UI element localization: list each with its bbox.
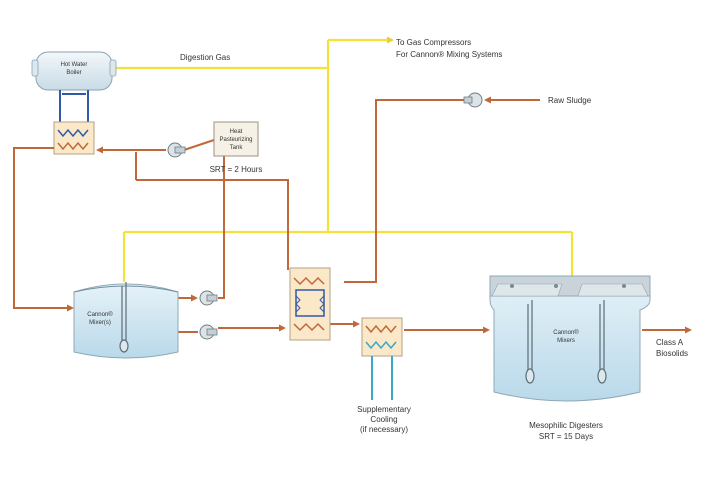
class-a-label-line1: Class A xyxy=(656,338,684,347)
mixer-icon xyxy=(597,300,607,384)
boiler-label-line1: Hot Water xyxy=(61,62,88,68)
mesophilic-label-line1: Mesophilic Digesters xyxy=(529,421,603,430)
mixer-icon xyxy=(119,282,129,353)
srt-2-hours-label: SRT = 2 Hours xyxy=(210,165,263,174)
digestion-gas-label: Digestion Gas xyxy=(180,53,230,62)
digester-tank-icon: Cannon® Mixer(s) xyxy=(73,282,179,359)
supplementary-label-line1: Supplementary xyxy=(357,405,411,414)
mesophilic-label-line2: SRT = 15 Days xyxy=(539,432,593,441)
left-tank-label-line2: Mixer(s) xyxy=(89,320,111,326)
pump-icon xyxy=(463,92,483,108)
gas-compressors-label-line1: To Gas Compressors xyxy=(396,38,471,47)
gas-compressors-label-line2: For Cannon® Mixing Systems xyxy=(396,50,502,59)
boiler-icon: Hot Water Boiler xyxy=(31,51,117,91)
supplementary-label-line3: (if necessary) xyxy=(360,425,408,434)
pump-icon xyxy=(167,142,186,158)
gas-lines xyxy=(108,36,574,282)
pump-icon xyxy=(199,290,218,306)
left-tank-label-line1: Cannon® xyxy=(87,311,113,318)
supplementary-label-line2: Cooling xyxy=(370,415,397,424)
class-a-label-line2: Biosolids xyxy=(656,349,688,358)
heat-exchanger-icon xyxy=(53,121,95,155)
pasteurizing-label-line1: Heat xyxy=(230,129,243,135)
pasteurizing-label-line2: Pasteurizing xyxy=(219,137,252,143)
sludge-lines xyxy=(13,96,692,334)
pump-icon xyxy=(199,324,218,340)
pasteurizing-label-line3: Tank xyxy=(230,145,244,151)
mixer-icon xyxy=(525,300,535,384)
right-tank-label-line1: Cannon® xyxy=(553,329,579,336)
digester-tank-icon: Cannon® Mixers xyxy=(489,275,651,402)
heat-exchanger-icon xyxy=(361,317,403,357)
right-tank-label-line2: Mixers xyxy=(557,338,575,344)
hot-water-loop xyxy=(59,90,89,126)
heat-exchanger-icon xyxy=(289,267,331,341)
raw-sludge-label: Raw Sludge xyxy=(548,96,592,105)
pasteurizing-tank: Heat Pasteurizing Tank xyxy=(213,121,259,157)
boiler-label-line2: Boiler xyxy=(66,70,81,76)
cooling-lines xyxy=(371,356,393,400)
